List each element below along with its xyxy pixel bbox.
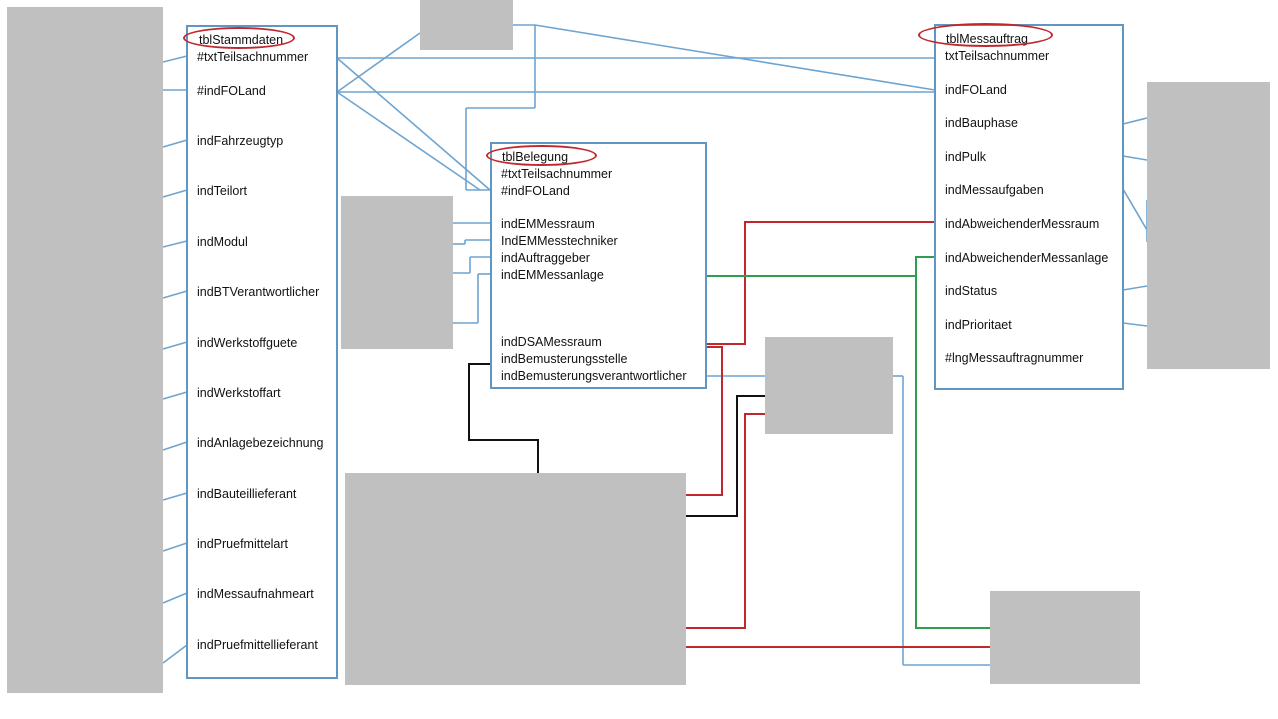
redacted-block-left	[7, 7, 163, 693]
field-inddsamessraum: indDSAMessraum	[501, 335, 602, 349]
field-indpruefmittelart: indPruefmittelart	[197, 537, 289, 551]
field-indabweichendermessraum: indAbweichenderMessraum	[945, 217, 1100, 231]
field-indprioritaet: indPrioritaet	[945, 318, 1012, 332]
field-txtteilsachnummer: #txtTeilsachnummer	[501, 167, 613, 181]
field-indbemusterungsverantwortlicher: indBemusterungsverantwortlicher	[501, 369, 687, 383]
field-lngmessauftragnummer: #lngMessauftragnummer	[945, 351, 1084, 365]
field-txtteilsachnummer: #txtTeilsachnummer	[197, 50, 309, 64]
redacted-block-bottom-right	[990, 591, 1140, 684]
redacted-block-bottom-center	[345, 473, 686, 685]
field-indfahrzeugtyp: indFahrzeugtyp	[197, 134, 284, 148]
table-title-belegung: tblBelegung	[502, 150, 569, 164]
table-belegung[interactable]: tblBelegung #txtTeilsachnummer #indFOLan…	[490, 142, 707, 389]
field-indabweichendermessanlage: indAbweichenderMessanlage	[945, 251, 1109, 265]
field-indbauphase: indBauphase	[945, 116, 1018, 130]
redacted-block-right	[1147, 82, 1270, 369]
field-indmessaufnahmeart: indMessaufnahmeart	[197, 587, 314, 601]
field-indteilort: indTeilort	[197, 184, 248, 198]
redacted-block-middle-right	[765, 337, 893, 434]
field-indstatus: indStatus	[945, 284, 998, 298]
field-indmessaufgaben: indMessaufgaben	[945, 183, 1044, 197]
redacted-block-middle-left	[341, 196, 453, 349]
table-title-messauftrag: tblMessauftrag	[946, 32, 1028, 46]
field-indbauteillieferant: indBauteillieferant	[197, 487, 297, 501]
field-indemmesstechniker: IndEMMesstechniker	[501, 234, 618, 248]
field-indemmessraum: indEMMessraum	[501, 217, 595, 231]
redacted-block-top	[420, 0, 513, 50]
field-indemmessanlage: indEMMessanlage	[501, 268, 604, 282]
field-txtteilsachnummer: txtTeilsachnummer	[945, 49, 1050, 63]
field-indbemusterungsstelle: indBemusterungsstelle	[501, 352, 628, 366]
field-indfoland: #indFOLand	[501, 184, 570, 198]
field-indfoland: indFOLand	[945, 83, 1007, 97]
field-indwerkstoffart: indWerkstoffart	[197, 386, 281, 400]
field-indbtverantwortlicher: indBTVerantwortlicher	[197, 285, 320, 299]
table-messauftrag[interactable]: tblMessauftrag txtTeilsachnummer indFOLa…	[934, 24, 1124, 390]
table-title-stammdaten: tblStammdaten	[199, 33, 284, 47]
field-indpruefmittellieferant: indPruefmittellieferant	[197, 638, 318, 652]
table-stammdaten[interactable]: tblStammdaten #txtTeilsachnummer #indFOL…	[186, 25, 338, 679]
field-indmodul: indModul	[197, 235, 248, 249]
field-indauftraggeber: indAuftraggeber	[501, 251, 590, 265]
field-indanlagebezeichnung: indAnlagebezeichnung	[197, 436, 324, 450]
field-indwerkstoffguete: indWerkstoffguete	[197, 336, 298, 350]
field-indpulk: indPulk	[945, 150, 986, 164]
field-indfoland: #indFOLand	[197, 84, 266, 98]
